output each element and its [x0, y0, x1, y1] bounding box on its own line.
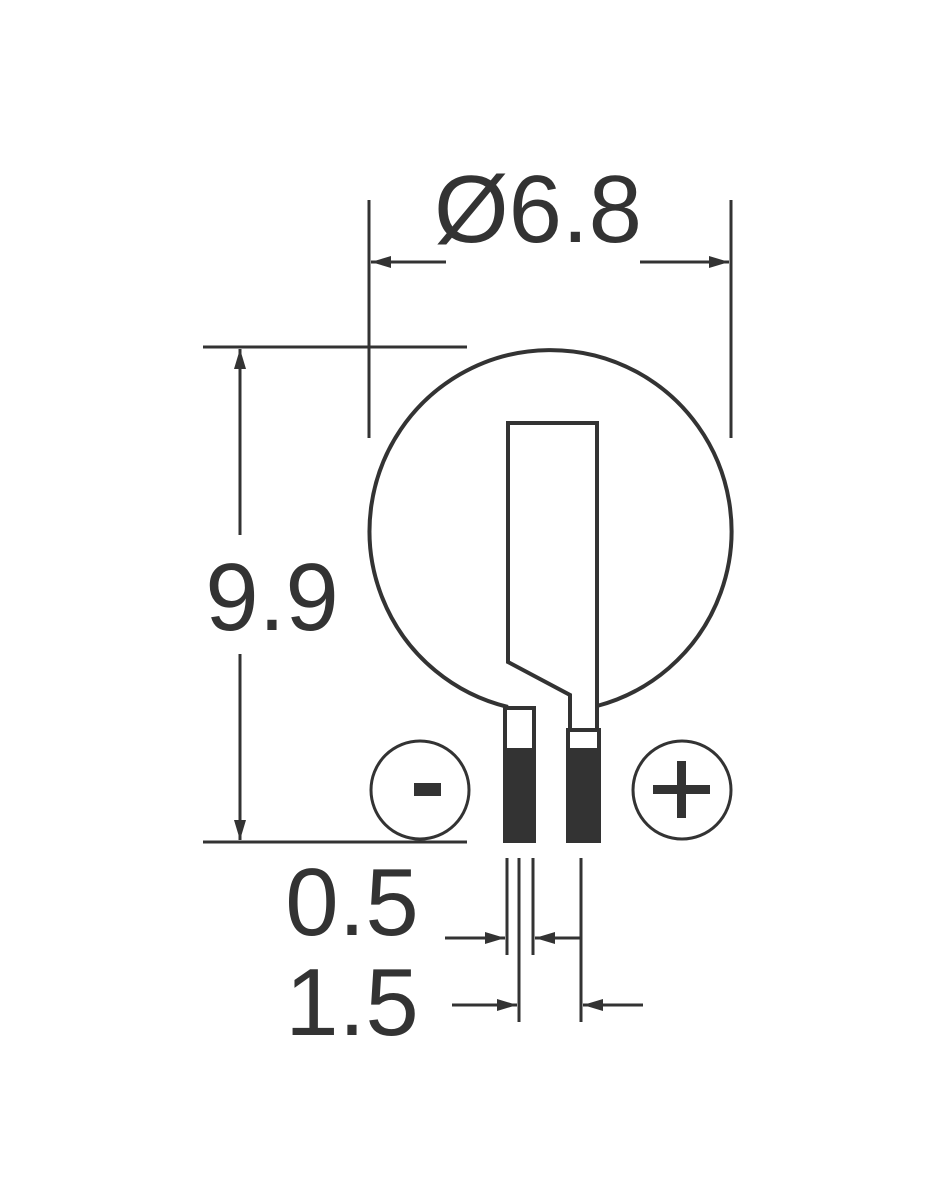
minus-icon: [414, 783, 441, 796]
positive-marker-circle: [631, 739, 733, 841]
negative-polarity-marker: [369, 739, 471, 841]
tab-width-label: 0.5: [285, 849, 418, 956]
positive-contact-tab-outline: [506, 421, 599, 732]
battery-outline-circle: [367, 348, 734, 709]
positive-polarity-marker: [631, 739, 733, 841]
diameter-label: Ø6.8: [434, 156, 642, 263]
leads: [503, 706, 601, 843]
diameter-dimension: Ø6.8: [367, 156, 733, 438]
tab-pitch-label: 1.5: [285, 949, 418, 1056]
lead-dimensions: 0.5 1.5: [285, 849, 643, 1056]
height-label: 9.9: [205, 544, 338, 651]
battery-body: [367, 348, 734, 732]
positive-lead-solder-pin: [566, 750, 601, 843]
negative-lead-upper: [503, 706, 536, 752]
positive-lead-upper: [566, 728, 601, 752]
height-dimension: 9.9: [203, 345, 467, 844]
negative-lead-solder-pin: [503, 750, 536, 843]
plus-icon-vertical: [677, 761, 686, 818]
negative-marker-circle: [369, 739, 471, 841]
